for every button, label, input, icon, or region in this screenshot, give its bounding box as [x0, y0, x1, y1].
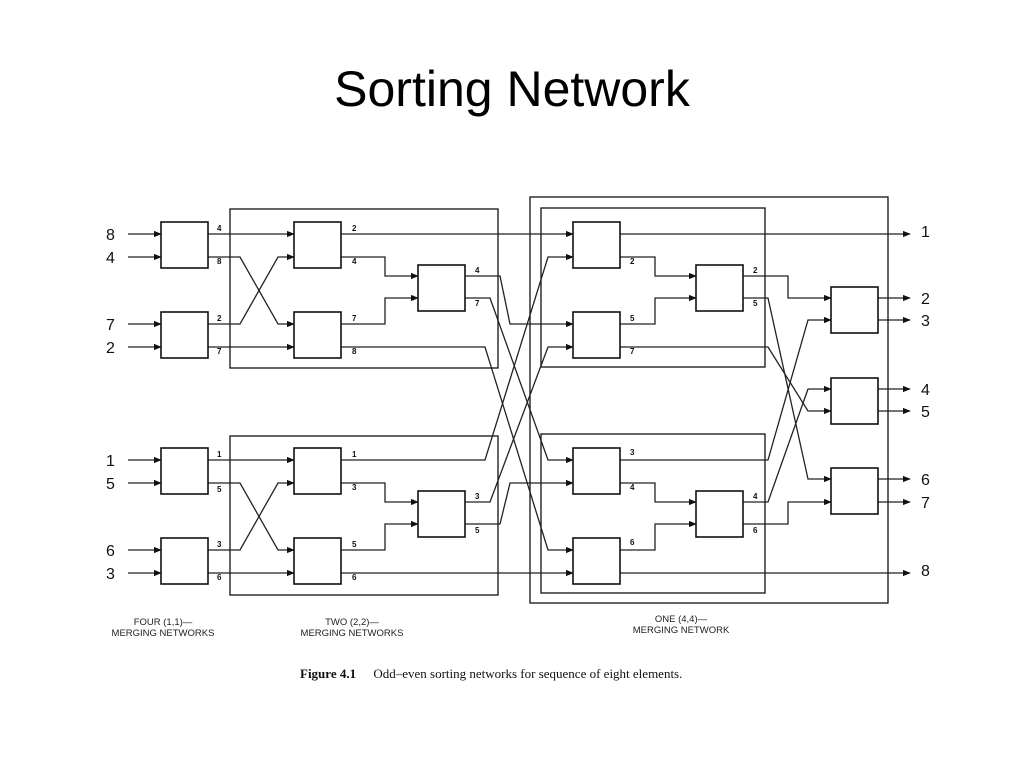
comparator-final-3 — [830, 467, 879, 515]
comparator-final-2 — [830, 377, 879, 425]
slide-title: Sorting Network — [334, 61, 690, 117]
comparator-s3-3 — [572, 447, 621, 495]
wire-label: 5 — [217, 485, 222, 494]
wire-label: 2 — [352, 224, 357, 233]
figure-text: Odd–even sorting networks for sequence o… — [373, 666, 682, 681]
comparator-s1-2 — [160, 311, 209, 359]
wire-label: 4 — [352, 257, 357, 266]
output-value: 1 — [921, 224, 930, 241]
comparator-s3-1 — [572, 221, 621, 269]
wire-label: 7 — [475, 299, 480, 308]
wire-label: 5 — [630, 314, 635, 323]
output-value: 6 — [921, 472, 930, 489]
comparator-s2-2 — [293, 311, 342, 359]
wire-label: 5 — [753, 299, 758, 308]
caption-four: FOUR (1,1)—MERGING NETWORKS — [112, 617, 215, 639]
comparator-s3-inner-top — [695, 264, 744, 312]
figure-number: Figure 4.1 — [300, 666, 356, 681]
figure-caption: Figure 4.1 Odd–even sorting networks for… — [300, 666, 682, 681]
wire-label: 7 — [217, 347, 222, 356]
input-value: 5 — [106, 476, 115, 493]
wire-label: 6 — [352, 573, 357, 582]
wire-label: 5 — [352, 540, 357, 549]
stage1-to-stage2-wires — [208, 230, 295, 577]
caption-two: TWO (2,2)—MERGING NETWORKS — [301, 617, 404, 639]
output-value: 7 — [921, 495, 930, 512]
comparator-s1-3 — [160, 447, 209, 495]
input-value: 8 — [106, 227, 115, 244]
wire-label: 3 — [352, 483, 357, 492]
wire-label: 7 — [630, 347, 635, 356]
comparator-s2-inner-top — [417, 264, 466, 312]
comparator-s2-4 — [293, 537, 342, 585]
wire-label: 2 — [753, 266, 758, 275]
input-value: 1 — [106, 453, 115, 470]
comparator-s1-1 — [160, 221, 209, 269]
wire-label: 3 — [630, 448, 635, 457]
wire-label: 4 — [475, 266, 480, 275]
wire-label: 4 — [630, 483, 635, 492]
wire-label: 3 — [475, 492, 480, 501]
two-merging-group-bottom — [229, 435, 499, 596]
output-value: 5 — [921, 404, 930, 421]
stage3-inner-wires — [620, 256, 697, 551]
wire-label: 6 — [753, 526, 758, 535]
output-wires — [878, 294, 911, 506]
wire-label: 8 — [217, 257, 222, 266]
two-merging-group-top — [229, 208, 499, 369]
stage2-labels: 2 4 7 8 1 3 5 6 4 7 3 5 — [352, 224, 480, 582]
wire-label: 2 — [630, 257, 635, 266]
output-value: 4 — [921, 382, 930, 399]
comparator-s2-3 — [293, 447, 342, 495]
input-value: 4 — [106, 250, 115, 267]
wire-label: 4 — [753, 492, 758, 501]
wire-label: 6 — [630, 538, 635, 547]
output-values: 1 2 3 4 5 6 7 8 — [921, 224, 930, 580]
wire-label: 8 — [352, 347, 357, 356]
comparators — [160, 221, 879, 585]
wire-label: 6 — [217, 573, 222, 582]
wire-label: 7 — [352, 314, 357, 323]
one-merging-group-inner-top — [540, 207, 766, 368]
output-value: 2 — [921, 291, 930, 308]
input-value: 2 — [106, 340, 115, 357]
one-merging-group-outer — [529, 196, 889, 604]
wire-label: 1 — [217, 450, 222, 459]
input-value: 7 — [106, 317, 115, 334]
stage2-inner-wires — [341, 256, 419, 551]
comparator-s3-inner-bottom — [695, 490, 744, 538]
stage3-to-final-wires — [620, 230, 911, 577]
input-value: 6 — [106, 543, 115, 560]
wire-label: 2 — [217, 314, 222, 323]
wire-label: 3 — [217, 540, 222, 549]
output-value: 3 — [921, 313, 930, 330]
caption-one: ONE (4,4)—MERGING NETWORK — [633, 614, 730, 636]
comparator-s3-4 — [572, 537, 621, 585]
input-value: 3 — [106, 566, 115, 583]
comparator-s3-2 — [572, 311, 621, 359]
one-merging-group-inner-bottom — [540, 433, 766, 594]
wire-label: 1 — [352, 450, 357, 459]
comparator-final-1 — [830, 286, 879, 334]
wire-label: 4 — [217, 224, 222, 233]
input-wires — [128, 230, 162, 577]
stage1-labels: 4 8 2 7 1 5 3 6 — [217, 224, 222, 582]
comparator-s2-inner-bottom — [417, 490, 466, 538]
comparator-s1-4 — [160, 537, 209, 585]
stage3-labels: 2 5 7 3 4 6 2 5 4 6 — [630, 257, 758, 547]
input-values: 8 4 7 2 1 5 6 3 — [106, 227, 115, 583]
wire-label: 5 — [475, 526, 480, 535]
output-value: 8 — [921, 563, 930, 580]
stage2-to-stage3-wires — [341, 230, 574, 577]
comparator-s2-1 — [293, 221, 342, 269]
